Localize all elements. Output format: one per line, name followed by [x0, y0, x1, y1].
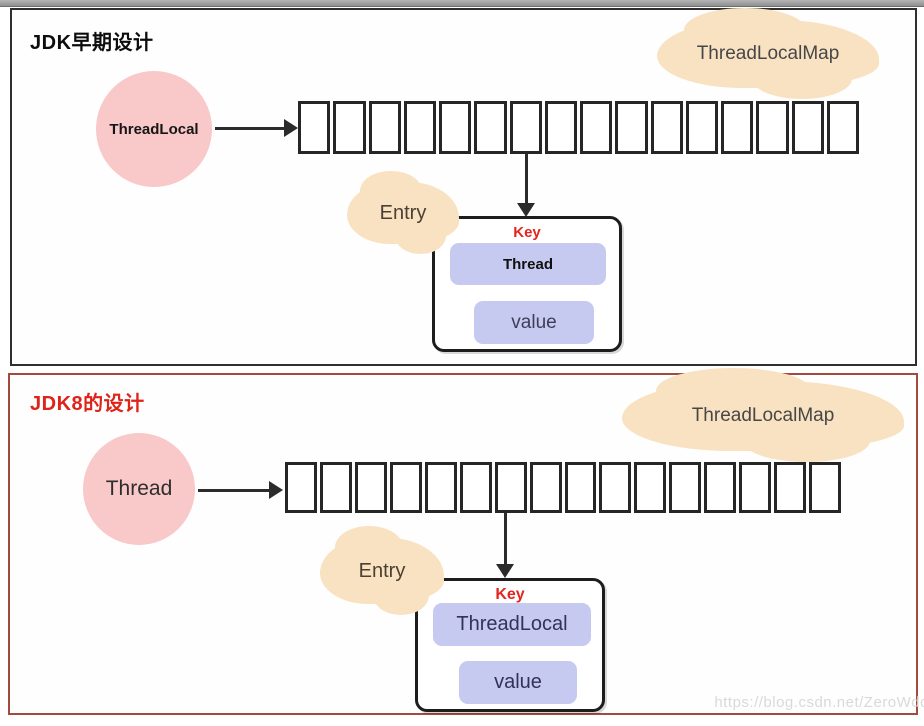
array-cell	[439, 101, 472, 154]
array-cell	[615, 101, 648, 154]
thread-circle-label: Thread	[105, 477, 173, 500]
array-cell	[685, 101, 718, 154]
threadlocal-circle: ThreadLocal	[96, 71, 212, 187]
array-cell	[474, 101, 507, 154]
entry-key-label-panel2: Key	[495, 586, 525, 603]
array-cell	[424, 462, 457, 513]
array-cell	[721, 101, 754, 154]
array-cell	[704, 462, 737, 513]
array-cell	[459, 462, 492, 513]
arrow-array-to-entry-panel2	[496, 513, 514, 578]
panel1-title: JDK早期设计	[30, 32, 154, 54]
array-cell	[826, 101, 859, 154]
array-cell	[564, 462, 597, 513]
array-cell	[634, 462, 667, 513]
panel-jdk-early-design: JDK早期设计 ThreadLocal ThreadLocalMap Entry…	[10, 7, 917, 366]
threadlocalmap-cloud-label: ThreadLocalMap	[691, 405, 835, 426]
threadlocalmap-cloud-panel1: ThreadLocalMap	[657, 7, 879, 99]
array-cell	[580, 101, 613, 154]
arrow-array-to-entry-panel1	[517, 154, 535, 217]
entry-value-field-panel1: value	[474, 301, 594, 344]
array-cell	[774, 462, 807, 513]
array-cell	[389, 462, 422, 513]
entry-value-field-label: value	[511, 311, 557, 333]
entry-key-field-label: ThreadLocal	[456, 613, 568, 635]
entry-key-field-label: Thread	[502, 255, 553, 273]
entry-key-field-panel1: Thread	[450, 243, 606, 285]
thread-circle: Thread	[83, 433, 195, 545]
threadlocalmap-cloud-label: ThreadLocalMap	[696, 43, 840, 64]
array-cell	[756, 101, 789, 154]
array-cell	[791, 101, 824, 154]
entry-cloud-panel1: Entry	[347, 170, 459, 254]
array-cell	[368, 101, 401, 154]
hash-array-panel2	[285, 462, 841, 513]
array-cell	[739, 462, 772, 513]
arrow-thread-to-array	[198, 481, 283, 499]
entry-value-field-panel2: value	[459, 661, 577, 704]
entry-key-field-panel2: ThreadLocal	[433, 603, 591, 646]
csdn-watermark: https://blog.csdn.net/ZeroWdd	[714, 694, 924, 711]
array-cell	[529, 462, 562, 513]
array-cell	[599, 462, 632, 513]
entry-key-label-panel1: Key	[513, 224, 541, 241]
threadlocal-circle-label: ThreadLocal	[109, 120, 199, 138]
entry-cloud-label: Entry	[379, 201, 427, 224]
entry-cloud-panel2: Entry	[320, 526, 444, 615]
array-cell	[544, 101, 577, 154]
entry-value-field-label: value	[494, 671, 542, 693]
entry-box-panel1: Key Thread value	[432, 216, 622, 352]
entry-box-panel2: Key ThreadLocal value	[415, 578, 605, 712]
arrow-threadlocal-to-array	[215, 119, 298, 137]
array-cell	[354, 462, 387, 513]
entry-cloud-label: Entry	[358, 559, 406, 582]
panel-jdk8-design: JDK8的设计 Thread ThreadLocalMap Entry Key …	[8, 368, 918, 715]
array-cell	[319, 462, 352, 513]
array-cell	[285, 462, 317, 513]
array-cell	[298, 101, 331, 154]
array-cell	[669, 462, 702, 513]
threadlocalmap-cloud-panel2: ThreadLocalMap	[622, 368, 904, 463]
array-cell	[494, 462, 527, 513]
array-cell	[809, 462, 841, 513]
hash-array-panel1	[298, 101, 859, 154]
array-cell	[650, 101, 683, 154]
panel2-title: JDK8的设计	[30, 393, 145, 415]
array-cell	[509, 101, 542, 154]
window-top-strip	[0, 0, 924, 7]
array-cell	[333, 101, 366, 154]
array-cell	[403, 101, 436, 154]
